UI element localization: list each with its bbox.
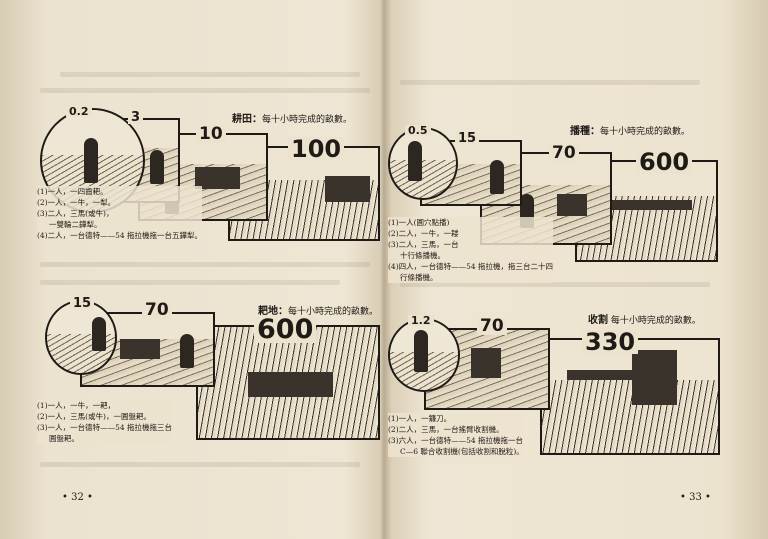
value-label: 70: [477, 318, 507, 335]
bleed-through-text: [40, 280, 340, 285]
page-number-left: • 32 •: [62, 492, 93, 503]
value-label: 15: [455, 132, 480, 145]
sowing-captions: (1)一人(圓穴點播) (2)二人，一牛，一耧 (3)二人，三馬，一台 十行條播…: [388, 217, 554, 283]
plowing-captions: (1)一人，一四齒耙。 (2)一人，一牛，一犁。 (3)二人，三馬(或牛)， 一…: [37, 186, 203, 241]
sowing-title: 播種：每十小時完成的畝數。: [570, 126, 691, 137]
value-label: 1.2: [408, 315, 434, 326]
value-label: 600: [254, 316, 317, 343]
bleed-through-text: [400, 282, 710, 287]
bleed-through-text: [40, 262, 370, 267]
value-label: 70: [142, 302, 172, 319]
bleed-through-text: [60, 72, 360, 77]
tractor-harrow-panel: [196, 325, 380, 440]
bleed-through-text: [40, 462, 360, 467]
sickle-circle: [388, 318, 460, 392]
harrowing-title: 耙地：每十小時完成的畝數。: [258, 306, 379, 317]
harrowing-captions: (1)一人，一牛，一耙， (2)一人，三馬(或牛)，一圓盤耙。 (3)一人，一台…: [37, 400, 173, 444]
value-label: 10: [196, 126, 226, 143]
plowing-title: 耕田：每十小時完成的畝數。: [232, 114, 353, 125]
harvesting-title: 收割 每十小時完成的畝數。: [588, 315, 701, 326]
harvesting-captions: (1)一人，一鐮刀。 (2)二人，三馬，一台搖臂收割機。 (3)六人，一台德特—…: [388, 413, 524, 457]
value-label: 0.2: [66, 106, 92, 117]
hand-sowing-circle: [388, 127, 458, 200]
value-label: 600: [636, 150, 693, 174]
value-label: 100: [288, 137, 345, 161]
value-label: 3: [128, 111, 144, 124]
ox-harrow-circle: [45, 300, 117, 375]
bleed-through-text: [40, 88, 370, 93]
page-number-right: • 33 •: [680, 492, 711, 503]
value-label: 15: [70, 297, 95, 310]
value-label: 0.5: [405, 125, 431, 136]
value-label: 330: [582, 330, 639, 354]
value-label: 70: [549, 145, 579, 162]
bleed-through-text: [400, 80, 700, 85]
